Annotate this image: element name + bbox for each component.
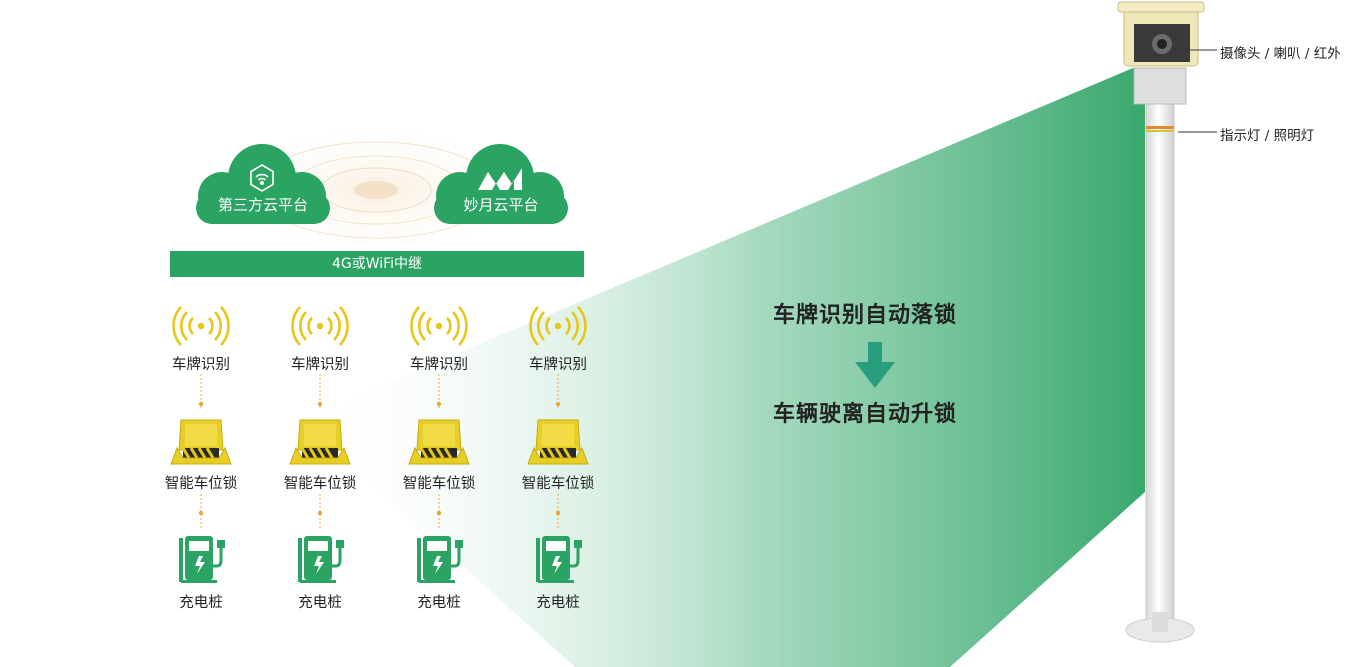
recognition-label: 车牌识别 (172, 357, 230, 373)
lock-label: 智能车位锁 (402, 476, 476, 492)
column-1-graphics (169, 305, 233, 585)
flow-step-2: 车辆驶离自动升锁 (773, 402, 958, 427)
parking-lock-icon (526, 418, 590, 466)
signal-icon (172, 305, 230, 347)
column-4-graphics (526, 305, 590, 585)
lock-label: 智能车位锁 (521, 476, 595, 492)
lock-label: 智能车位锁 (164, 476, 238, 492)
charger-icon (534, 534, 584, 585)
charger-icon (296, 534, 346, 585)
flow-step-1: 车牌识别自动落锁 (773, 303, 958, 328)
camera-housing (1117, 1, 1205, 105)
miaoyue-logo-icon (478, 168, 522, 190)
parking-lock-icon (288, 418, 352, 466)
column-3-graphics (407, 305, 471, 585)
charger-label: 充电桩 (298, 595, 342, 611)
charger-label: 充电桩 (417, 595, 461, 611)
charger-icon (415, 534, 465, 585)
relay-bar: 4G或WiFi中继 (170, 251, 584, 277)
signal-icon (291, 305, 349, 347)
wifi-icon (250, 164, 274, 192)
charger-icon (177, 534, 227, 585)
flow-arrow (855, 342, 895, 388)
column-2-graphics (288, 305, 352, 585)
parking-lock-icon (407, 418, 471, 466)
cloud-third-party-label: 第三方云平台 (217, 196, 308, 214)
camera-callout: 摄像头 / 喇叭 / 红外 (1220, 46, 1341, 62)
cloud-miaoyue-label: 妙月云平台 (463, 196, 539, 214)
charger-label: 充电桩 (536, 595, 580, 611)
camera-coverage-beam (300, 68, 1145, 667)
signal-icon (410, 305, 468, 347)
lock-label: 智能车位锁 (283, 476, 357, 492)
recognition-label: 车牌识别 (291, 357, 349, 373)
recognition-label: 车牌识别 (410, 357, 468, 373)
camera-pole (1125, 99, 1195, 643)
charger-label: 充电桩 (179, 595, 223, 611)
lights-callout: 指示灯 / 照明灯 (1220, 128, 1315, 144)
signal-icon (529, 305, 587, 347)
parking-lock-icon (169, 418, 233, 466)
recognition-label: 车牌识别 (529, 357, 587, 373)
